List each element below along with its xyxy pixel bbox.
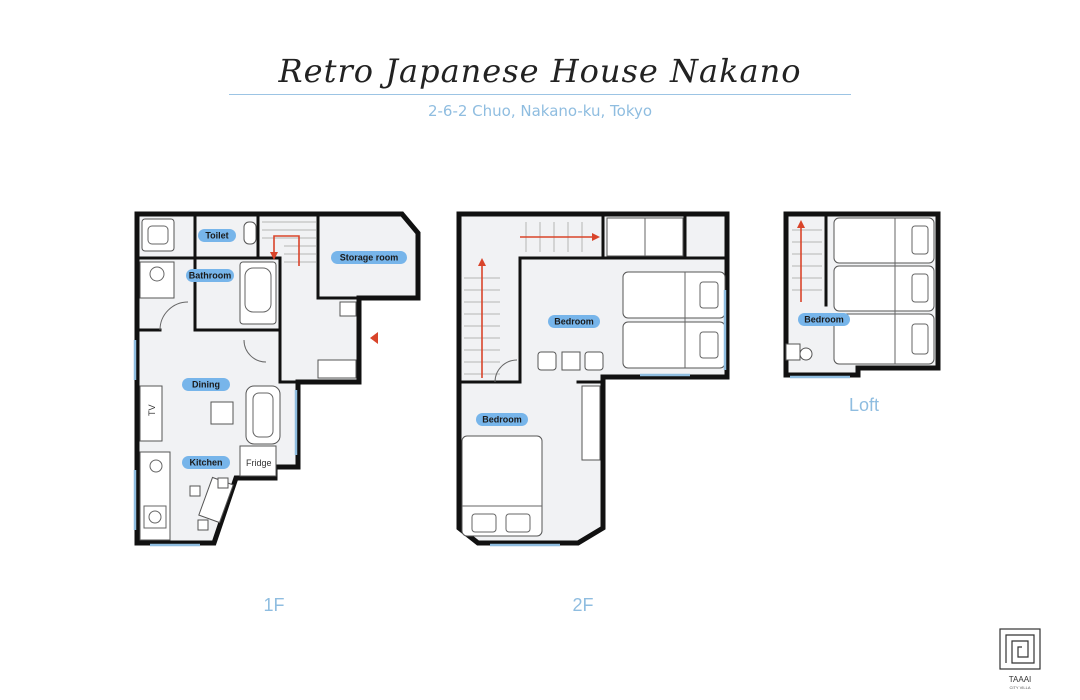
plan-title: Retro Japanese House Nakano: [278, 52, 802, 90]
svg-text:Bedroom: Bedroom: [482, 415, 522, 425]
svg-text:Kitchen: Kitchen: [189, 458, 222, 468]
svg-text:Bedroom: Bedroom: [554, 317, 594, 327]
floor-label-1f: 1F: [263, 595, 284, 615]
logo-name: TAAAI: [1009, 675, 1032, 684]
title-underline: [229, 94, 851, 95]
floor-1f: TV Fridge Toilet Bathroom: [133, 211, 421, 615]
stairs-loft: [792, 220, 822, 302]
room-storage: Storage room: [331, 251, 407, 264]
room-bathroom: Bathroom: [186, 269, 234, 282]
stairs-2f: [464, 222, 600, 378]
floor-label-loft: Loft: [849, 395, 879, 415]
room-bedroom-2f-lower: Bedroom: [476, 413, 528, 426]
stairs-1f: [262, 221, 316, 266]
room-kitchen: Kitchen: [182, 456, 230, 469]
floor-label-2f: 2F: [572, 595, 593, 615]
room-bedroom-loft: Bedroom: [798, 313, 850, 326]
logo-sub: CITY VILLA: [1009, 685, 1030, 690]
taaai-logo: TAAAI CITY VILLA: [999, 628, 1041, 690]
svg-text:Toilet: Toilet: [205, 231, 228, 241]
floor-2f: Bedroom Bedroom 2F: [456, 211, 730, 615]
address-text: 2-6-2 Chuo, Nakano-ku, Tokyo: [427, 102, 653, 120]
room-bedroom-2f-upper: Bedroom: [548, 315, 600, 328]
svg-text:Bedroom: Bedroom: [804, 315, 844, 325]
svg-text:Bathroom: Bathroom: [189, 271, 232, 281]
room-toilet: Toilet: [198, 229, 236, 242]
room-dining: Dining: [182, 378, 230, 391]
svg-text:Storage room: Storage room: [340, 253, 399, 263]
floor-loft: Bedroom Loft: [783, 211, 941, 415]
svg-text:Dining: Dining: [192, 380, 220, 390]
fridge-label: Fridge: [246, 458, 272, 468]
tv-label: TV: [147, 404, 157, 416]
